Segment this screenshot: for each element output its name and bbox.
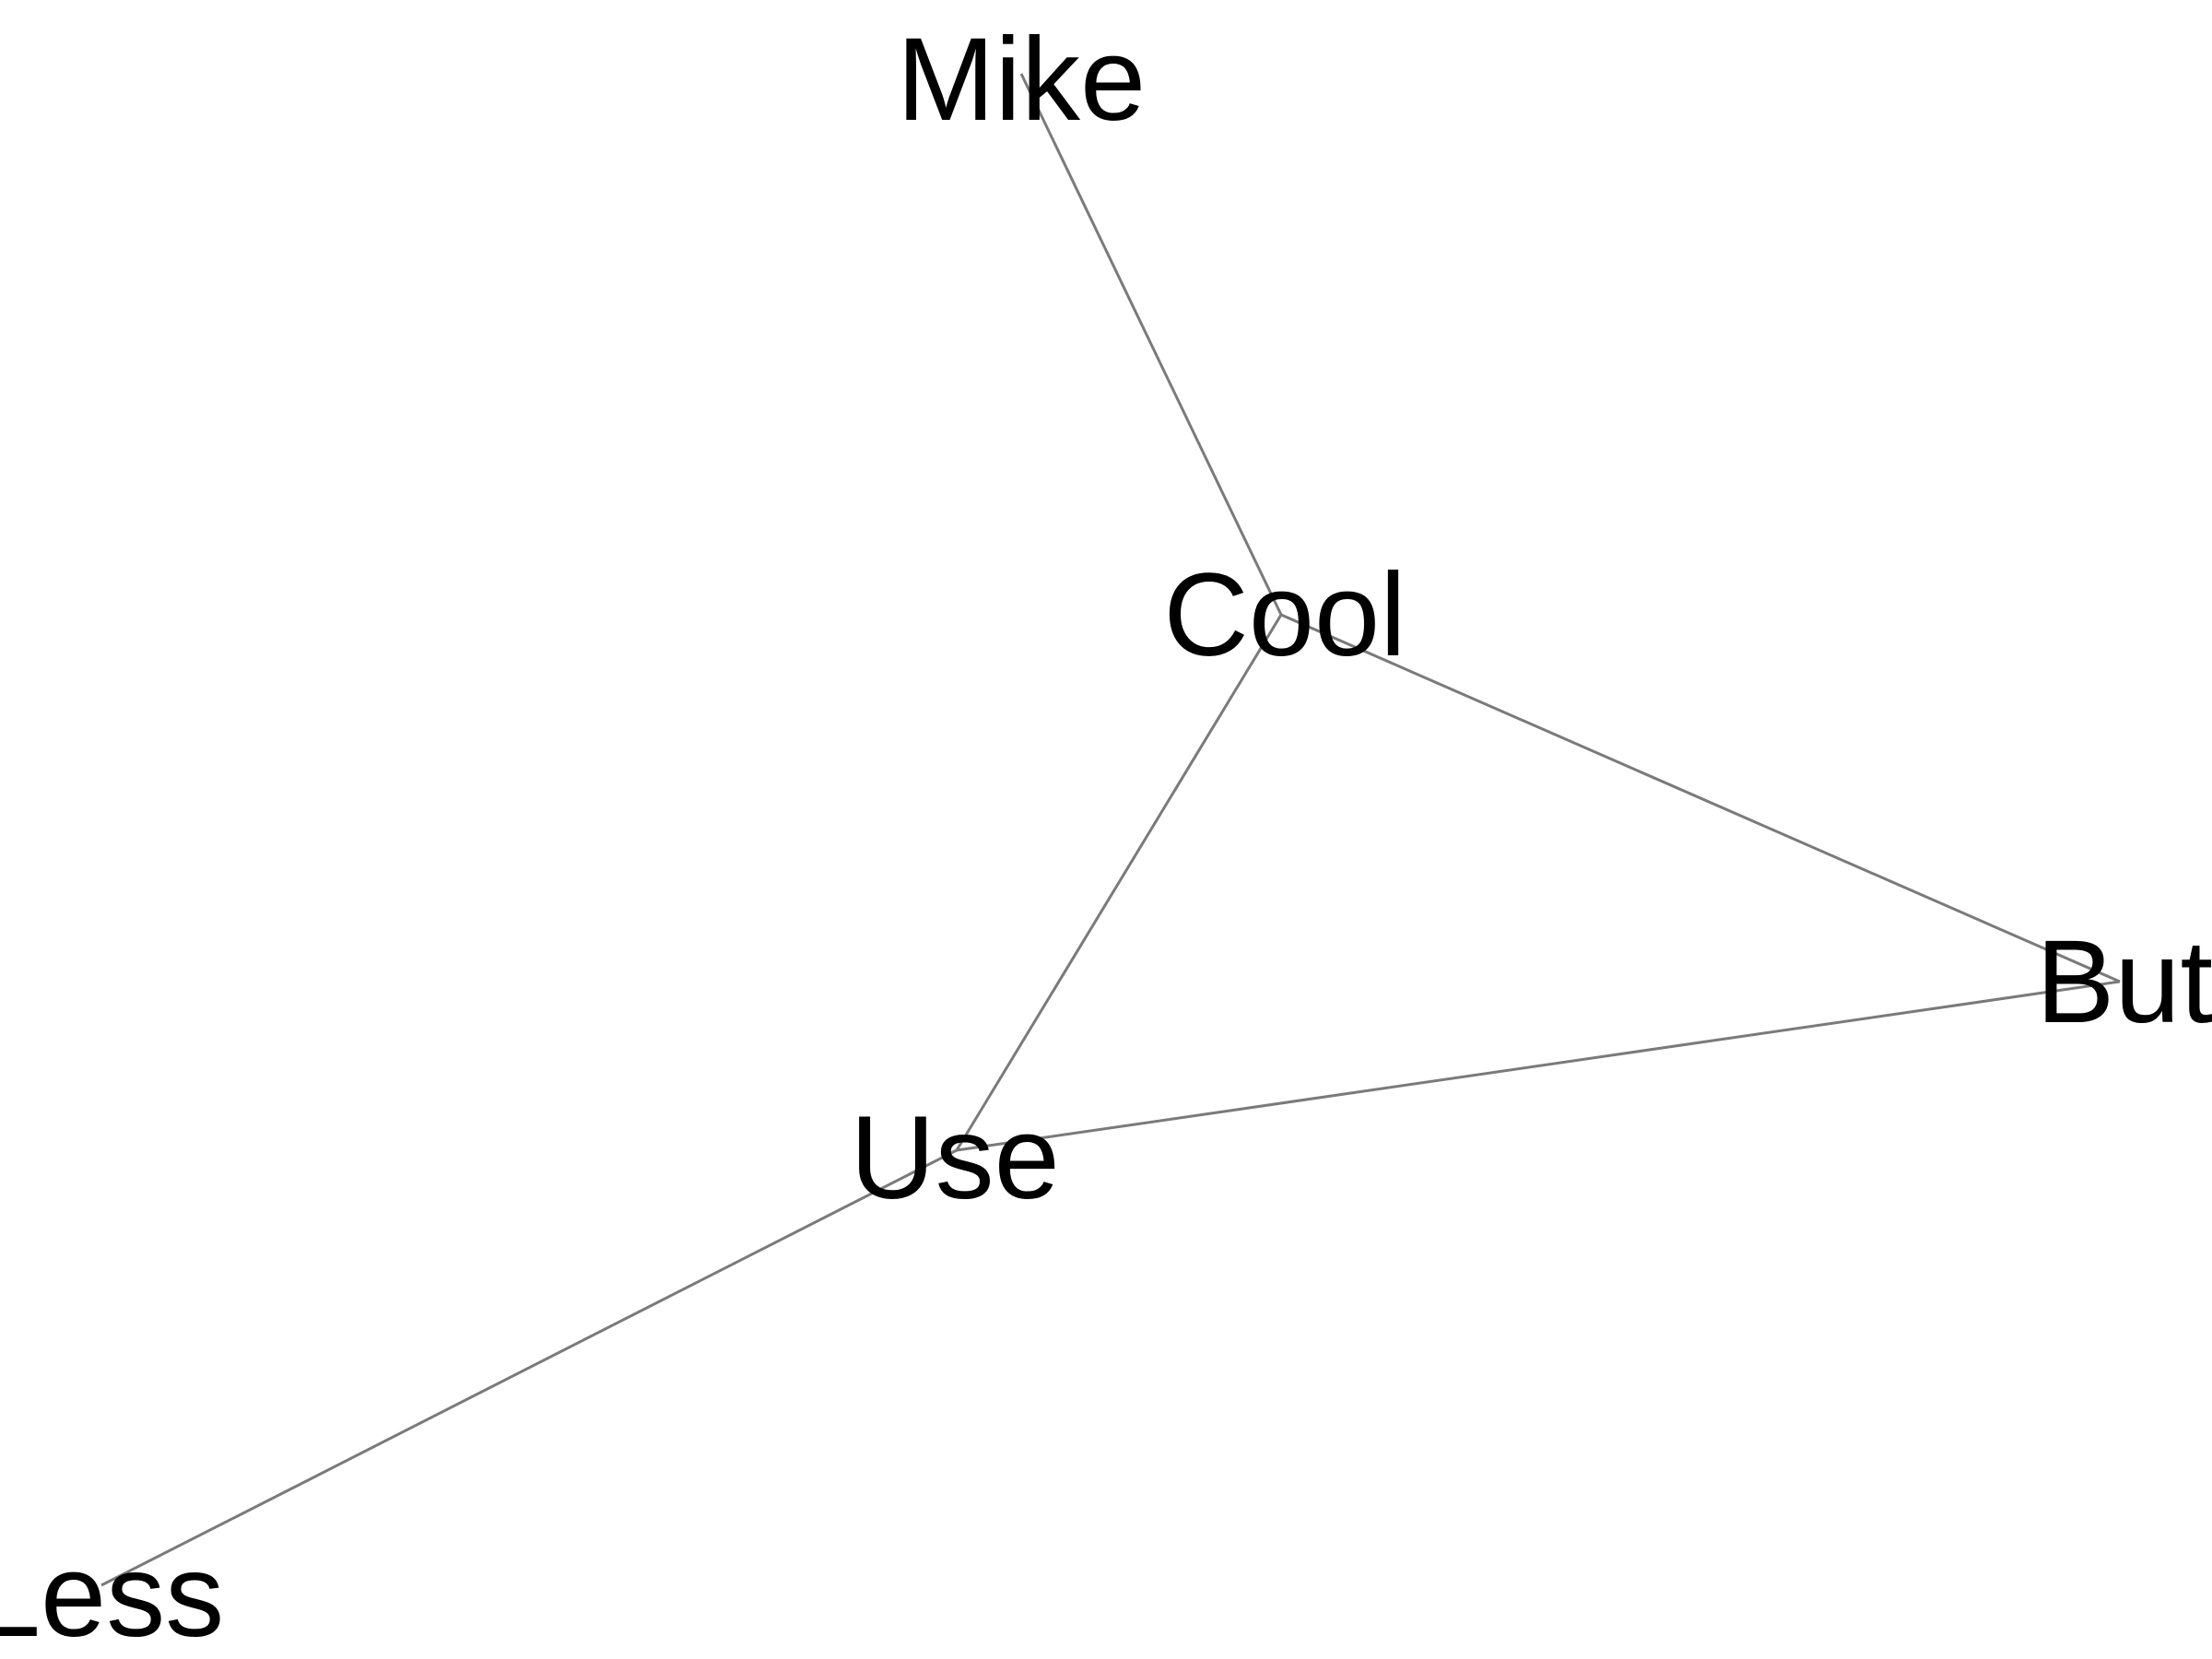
edge-cool-but <box>1280 613 2121 983</box>
node-label-mike: Mike <box>897 14 1146 146</box>
nodes-layer: Mike Cool But Use Less <box>0 14 2212 1659</box>
edge-use-but <box>956 980 2121 1152</box>
edges-layer <box>100 73 2121 1587</box>
edge-cool-use <box>955 614 1283 1151</box>
node-label-cool: Cool <box>1163 549 1406 681</box>
edge-mike-cool <box>1019 73 1283 616</box>
edge-use-less <box>100 1148 958 1587</box>
node-label-less: Less <box>0 1530 224 1659</box>
node-label-but: But <box>2036 916 2212 1048</box>
node-label-use: Use <box>850 1092 1060 1224</box>
